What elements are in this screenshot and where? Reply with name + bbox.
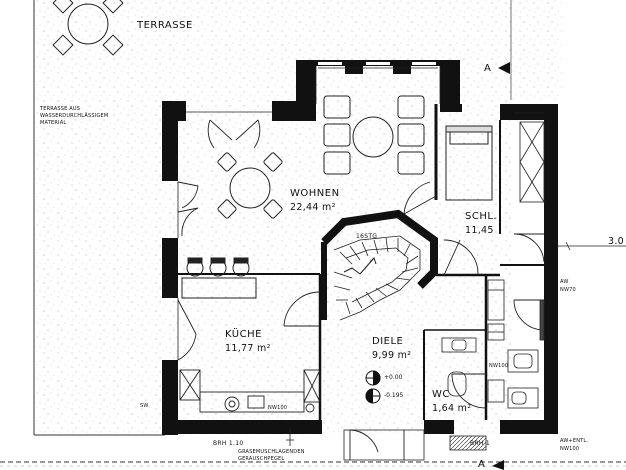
terrace-note-1: TERRASSE AUS bbox=[40, 106, 81, 112]
kitchen-counter bbox=[181, 257, 257, 299]
garden-right bbox=[512, 0, 562, 100]
room-area-kueche: 11,77 m² bbox=[225, 343, 271, 354]
dimension-line bbox=[558, 241, 626, 251]
room-area-wc: 1,64 m² bbox=[432, 403, 472, 414]
wardrobe bbox=[519, 121, 545, 203]
room-area-wohnen: 22,44 m² bbox=[290, 202, 336, 213]
dimension-label: 3.0 bbox=[608, 236, 625, 247]
interior-walls bbox=[178, 104, 544, 420]
room-label-kueche: KÜCHE bbox=[225, 329, 262, 340]
staircase bbox=[333, 235, 421, 321]
brh-label-right: BRH 1 bbox=[470, 440, 491, 447]
kitchen-note-2: GERAUSCHPEGEL bbox=[238, 456, 285, 462]
room-label-schl: SCHL. bbox=[465, 211, 498, 222]
section-marker-bottom bbox=[492, 460, 504, 470]
dining-table-set bbox=[217, 152, 283, 219]
stair-enclosure bbox=[321, 209, 438, 320]
exterior-walls bbox=[162, 60, 558, 435]
aw-label-1: AW bbox=[560, 279, 569, 285]
room-label-wohnen: WOHNEN bbox=[290, 188, 340, 199]
kitchen-units bbox=[179, 369, 321, 413]
terrace-area bbox=[34, 0, 511, 435]
room-area-diele: 9,99 m² bbox=[372, 350, 412, 361]
terrace-note-2: WASSERDURCHLÄSSIGEM bbox=[40, 113, 109, 119]
brh-label-left: BRH 1.10 bbox=[213, 440, 244, 447]
terrace-table-set bbox=[52, 0, 124, 56]
kitchen-nw-label: NW100 bbox=[268, 405, 288, 411]
room-label-diele: DIELE bbox=[372, 336, 404, 347]
sw-label: SW bbox=[140, 403, 149, 409]
bathroom-fixtures bbox=[441, 279, 545, 409]
section-label-top: A bbox=[484, 63, 492, 74]
aw-entl-label-1: AW+ENTL. bbox=[560, 438, 589, 444]
bed bbox=[445, 125, 493, 201]
terrace-note-3: MATERIAL bbox=[40, 120, 67, 126]
level-label-2: -0.195 bbox=[384, 392, 404, 399]
lounge-seating bbox=[323, 95, 425, 175]
aw-label-2: NW70 bbox=[560, 287, 576, 293]
entrance bbox=[286, 428, 487, 461]
doors bbox=[177, 119, 545, 460]
rwl-label: NW100 bbox=[489, 363, 509, 369]
room-label-wc: WC bbox=[432, 389, 450, 400]
level-markers bbox=[365, 370, 381, 404]
section-label-bottom: A bbox=[478, 459, 486, 470]
terrace-label: TERRASSE bbox=[137, 20, 193, 31]
kitchen-note-1: GRASEMUSCHLAGENDEN bbox=[238, 449, 305, 455]
section-marker-top bbox=[498, 62, 510, 74]
stair-label: 16STG bbox=[356, 233, 378, 240]
aw-entl-label-2: NW100 bbox=[560, 446, 580, 452]
level-label-1: +0.00 bbox=[384, 374, 403, 381]
room-area-schl: 11,45 bbox=[465, 225, 494, 236]
